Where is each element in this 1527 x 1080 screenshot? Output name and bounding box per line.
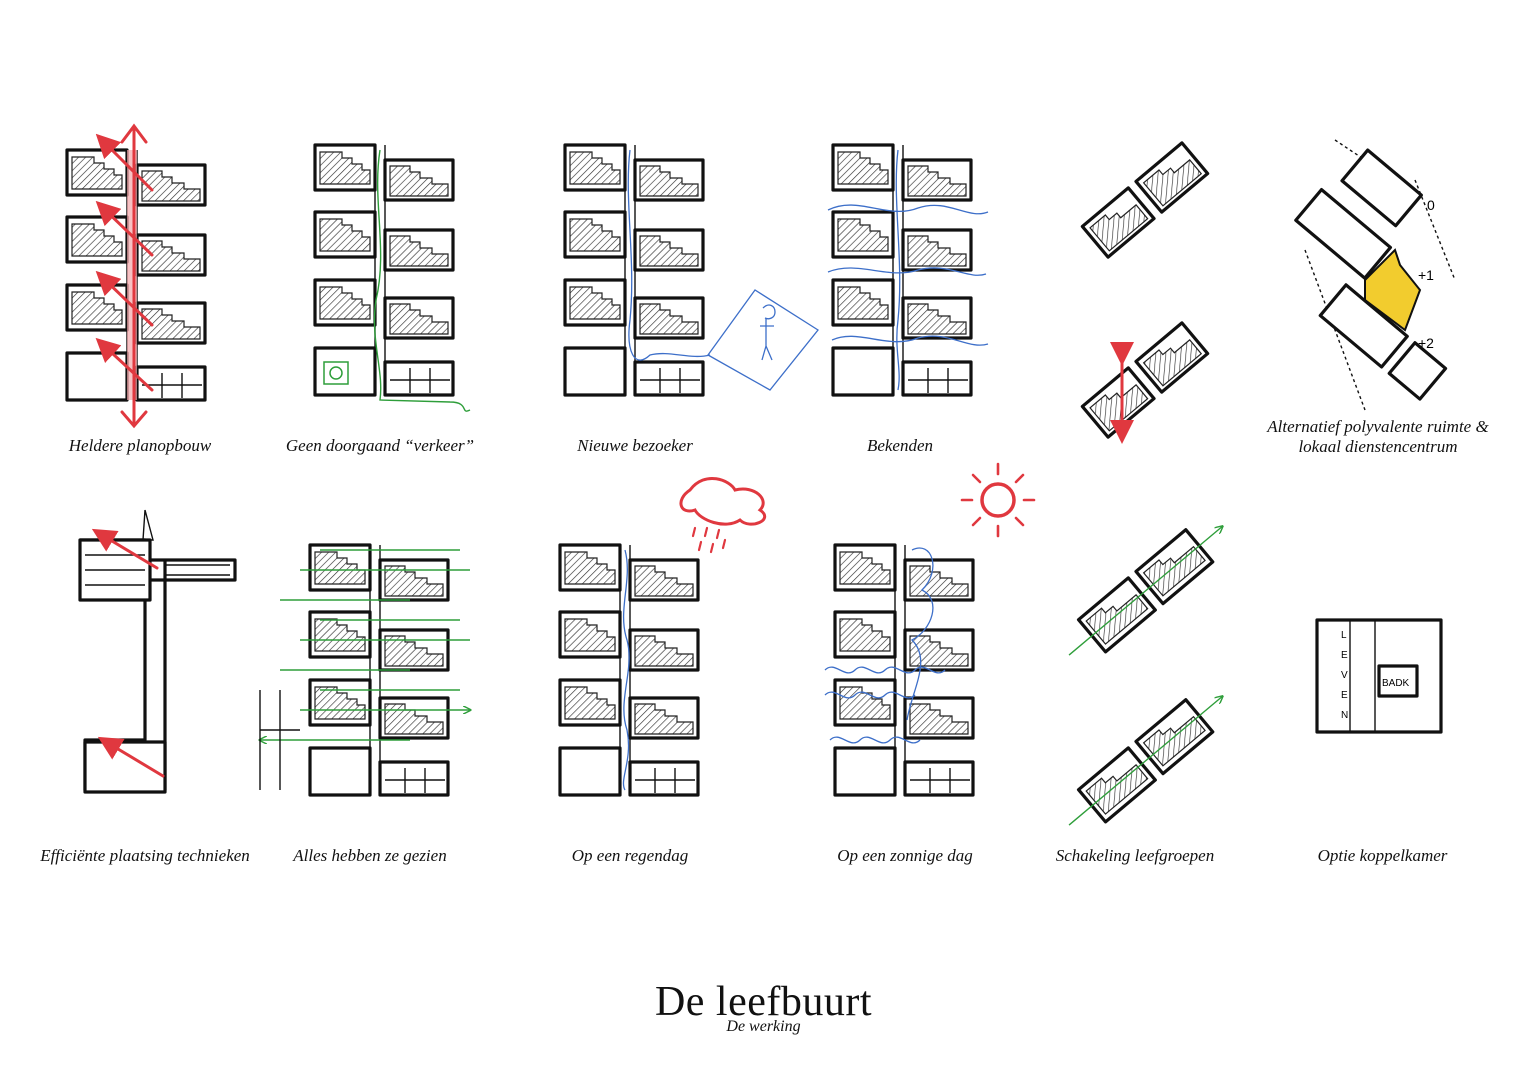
- sketch-heldere-planopbouw: [65, 123, 207, 429]
- caption-optie-koppelkamer: Optie koppelkamer: [1317, 846, 1448, 865]
- leven-letter-1: L: [1341, 630, 1347, 641]
- caption-nieuwe-bezoeker: Nieuwe bezoeker: [577, 436, 693, 455]
- badk-label: BADK: [1382, 678, 1410, 689]
- caption-heldere-planopbouw: Heldere planopbouw: [68, 436, 212, 455]
- sketch-polyvalente-ruimte: 0 +1 +2: [1294, 139, 1456, 411]
- leven-letter-5: N: [1341, 710, 1348, 721]
- level-2-label: +2: [1418, 335, 1434, 351]
- page-title: De leefbuurt: [654, 979, 873, 1025]
- page-subtitle: De werking: [726, 1018, 801, 1035]
- caption-polyvalente-ruimte: Alternatief polyvalente ruimte & lokaal …: [1267, 417, 1489, 456]
- caption-op-een-regendag: Op een regendag: [571, 846, 689, 865]
- leven-letter-4: E: [1341, 690, 1348, 701]
- caption-schakeling-leefgroepen: Schakeling leefgroepen: [1055, 846, 1215, 865]
- sketch-koppeling-blokken: [1080, 141, 1210, 444]
- caption-alles-hebben-ze-gezien: Alles hebben ze gezien: [293, 846, 447, 865]
- sketch-schakeling-leefgroepen: [1068, 510, 1245, 826]
- sketch-optie-koppelkamer: BADK L E V E N: [1315, 618, 1443, 734]
- caption-geen-doorgaand-verkeer: Geen doorgaand “verkeer”: [285, 436, 475, 455]
- sketch-op-een-zonnige-dag: [824, 462, 1036, 797]
- sketch-op-een-regendag: [558, 477, 767, 797]
- sketch-geen-doorgaand-verkeer: [313, 143, 471, 412]
- caption-bekenden: Bekenden: [866, 436, 934, 455]
- leven-letter-2: E: [1341, 650, 1348, 661]
- sketch-nieuwe-bezoeker: [563, 143, 819, 397]
- level-0-label: 0: [1427, 197, 1435, 213]
- sketch-efficiente-plaatsing: [78, 509, 237, 794]
- sketch-bekenden: [827, 143, 989, 397]
- caption-op-een-zonnige-dag: Op een zonnige dag: [837, 846, 973, 865]
- leven-letter-3: V: [1341, 670, 1348, 681]
- sketch-alles-hebben-ze-gezien: [260, 543, 470, 797]
- caption-efficiente-plaatsing: Efficiënte plaatsing technieken: [40, 846, 250, 865]
- level-1-label: +1: [1418, 267, 1434, 283]
